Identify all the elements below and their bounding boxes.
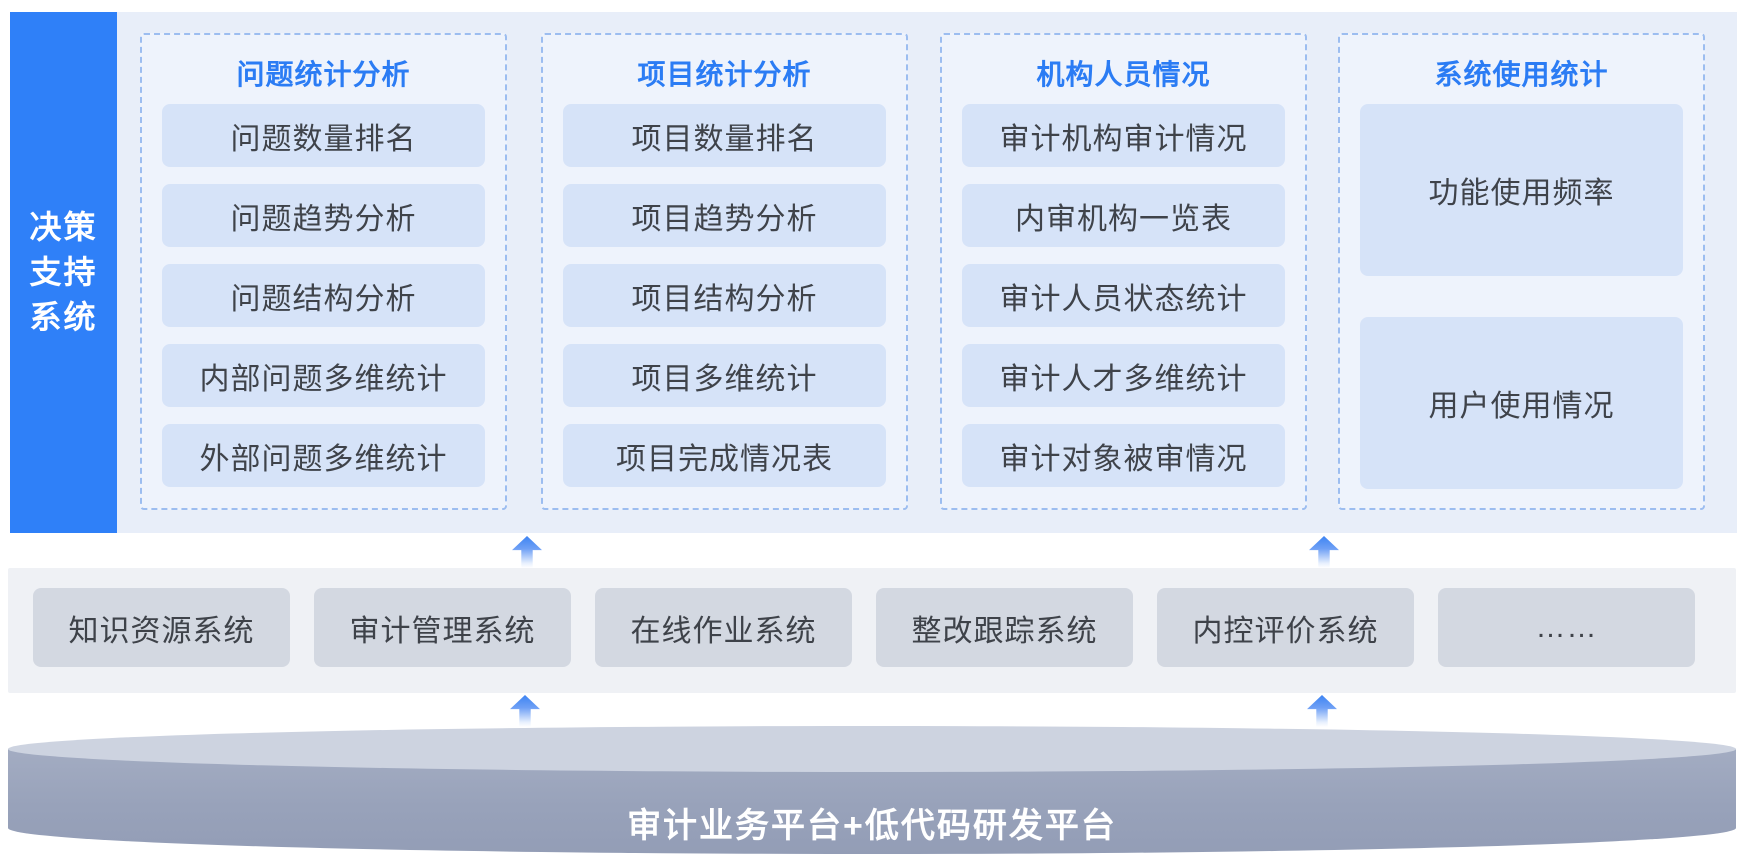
feature-box: 项目结构分析 (563, 264, 886, 327)
feature-box: 审计机构审计情况 (962, 104, 1285, 167)
up-arrow-icon (512, 536, 542, 568)
platform-cylinder: 审计业务平台+低代码研发平台 (8, 726, 1736, 854)
column-header: 机构人员情况 (1036, 59, 1211, 90)
feature-box: 功能使用频率 (1360, 104, 1683, 276)
platform-title: 审计业务平台+低代码研发平台 (627, 807, 1117, 845)
system-box: 知识资源系统 (33, 588, 290, 667)
up-arrow-icon (1309, 536, 1339, 568)
feature-box: 审计人员状态统计 (962, 264, 1285, 327)
column-header: 系统使用统计 (1434, 59, 1609, 90)
sidebar-title-line: 决策 (29, 209, 98, 245)
sidebar-title-line: 系统 (29, 299, 98, 335)
feature-box: 项目多维统计 (563, 344, 886, 407)
column-group-2: 项目统计分析项目数量排名项目趋势分析项目结构分析项目多维统计项目完成情况表 (541, 33, 908, 510)
column-header: 问题统计分析 (236, 59, 411, 90)
systems-strip: 知识资源系统审计管理系统在线作业系统整改跟踪系统内控评价系统 …… (8, 568, 1736, 693)
system-box: 整改跟踪系统 (876, 588, 1133, 667)
column-items: 项目数量排名项目趋势分析项目结构分析项目多维统计项目完成情况表 (563, 104, 886, 504)
system-box: 审计管理系统 (314, 588, 571, 667)
feature-box: 项目数量排名 (563, 104, 886, 167)
feature-box: 审计人才多维统计 (962, 344, 1285, 407)
feature-box: 外部问题多维统计 (162, 424, 485, 487)
up-arrow-icon (1307, 695, 1337, 727)
column-group-1: 问题统计分析问题数量排名问题趋势分析问题结构分析内部问题多维统计外部问题多维统计 (140, 33, 507, 510)
system-box: …… (1438, 588, 1695, 667)
feature-box: 项目完成情况表 (563, 424, 886, 487)
column-items: 审计机构审计情况内审机构一览表审计人员状态统计审计人才多维统计审计对象被审情况 (962, 104, 1285, 504)
column-group-3: 机构人员情况审计机构审计情况内审机构一览表审计人员状态统计审计人才多维统计审计对… (940, 33, 1307, 510)
feature-box: 审计对象被审情况 (962, 424, 1285, 487)
column-items: 问题数量排名问题趋势分析问题结构分析内部问题多维统计外部问题多维统计 (162, 104, 485, 504)
column-group-4: 系统使用统计功能使用频率用户使用情况 (1338, 33, 1705, 510)
feature-box: 用户使用情况 (1360, 317, 1683, 489)
sidebar-title-line: 支持 (29, 254, 98, 290)
feature-box: 问题数量排名 (162, 104, 485, 167)
feature-box: 问题趋势分析 (162, 184, 485, 247)
system-box: 内控评价系统 (1157, 588, 1414, 667)
platform-cylinder-top (8, 726, 1736, 772)
sidebar-decision-support: 决策支持系统 (10, 12, 117, 533)
up-arrow-icon (510, 695, 540, 727)
feature-box: 问题结构分析 (162, 264, 485, 327)
feature-box: 项目趋势分析 (563, 184, 886, 247)
decision-support-area: 问题统计分析问题数量排名问题趋势分析问题结构分析内部问题多维统计外部问题多维统计… (117, 12, 1737, 533)
feature-box: 内审机构一览表 (962, 184, 1285, 247)
column-header: 项目统计分析 (637, 59, 812, 90)
system-box: 在线作业系统 (595, 588, 852, 667)
column-items: 功能使用频率用户使用情况 (1360, 104, 1683, 530)
feature-box: 内部问题多维统计 (162, 344, 485, 407)
